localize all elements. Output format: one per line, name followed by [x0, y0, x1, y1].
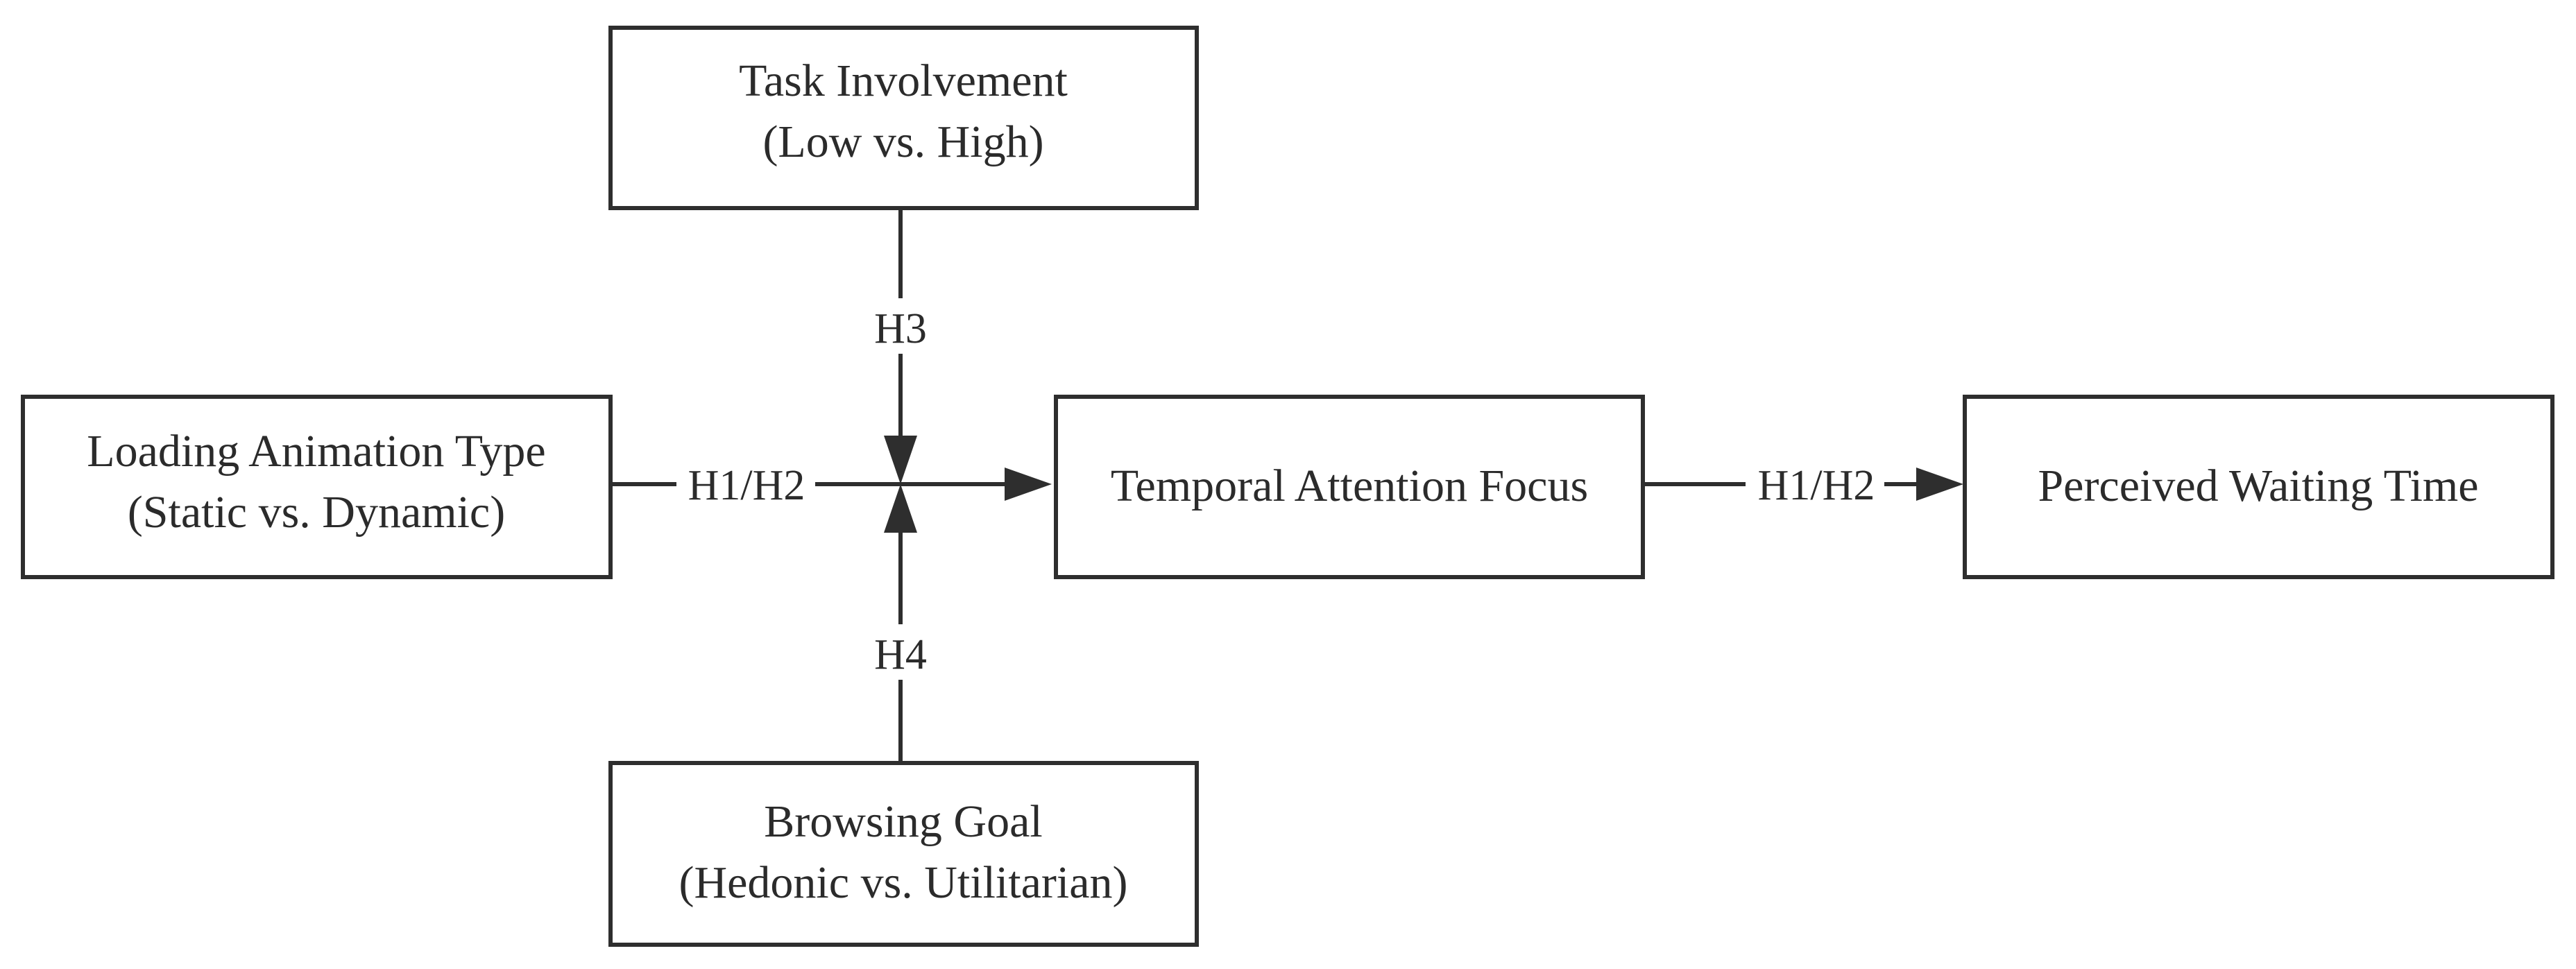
node-browsing-goal: Browsing Goal (Hedonic vs. Utilitarian) [608, 761, 1199, 947]
node-loading-animation-title: Loading Animation Type [87, 426, 545, 477]
arrowhead-to-waiting [1916, 468, 1963, 501]
node-temporal-attention-title: Temporal Attention Focus [1111, 461, 1588, 511]
node-loading-animation-type: Loading Animation Type (Static vs. Dynam… [21, 395, 613, 579]
arrowhead-to-attention [1005, 468, 1052, 501]
edge-label-loading-to-attention: H1/H2 [676, 456, 815, 512]
edge-label-goal-moderation: H4 [860, 624, 941, 680]
arrowhead-goal-moderation [884, 484, 917, 533]
arrowhead-task-moderation [884, 436, 917, 484]
node-temporal-attention-focus: Temporal Attention Focus [1054, 395, 1645, 579]
node-browsing-goal-subtitle: (Hedonic vs. Utilitarian) [679, 857, 1128, 908]
node-perceived-waiting-title: Perceived Waiting Time [2038, 461, 2478, 511]
edge-label-h4: H4 [874, 631, 927, 678]
edge-label-attention-to-waiting: H1/H2 [1746, 456, 1884, 512]
node-perceived-waiting-time: Perceived Waiting Time [1963, 395, 2554, 579]
node-task-involvement: Task Involvement (Low vs. High) [608, 26, 1199, 210]
edge-label-task-moderation: H3 [860, 298, 941, 354]
node-task-involvement-subtitle: (Low vs. High) [762, 117, 1043, 167]
node-task-involvement-title: Task Involvement [739, 55, 1068, 106]
edge-label-h3: H3 [874, 305, 927, 352]
edge-label-h1h2-left: H1/H2 [688, 462, 805, 509]
edge-label-h1h2-right: H1/H2 [1758, 462, 1875, 509]
node-loading-animation-subtitle: (Static vs. Dynamic) [128, 487, 505, 538]
node-browsing-goal-title: Browsing Goal [764, 796, 1042, 847]
